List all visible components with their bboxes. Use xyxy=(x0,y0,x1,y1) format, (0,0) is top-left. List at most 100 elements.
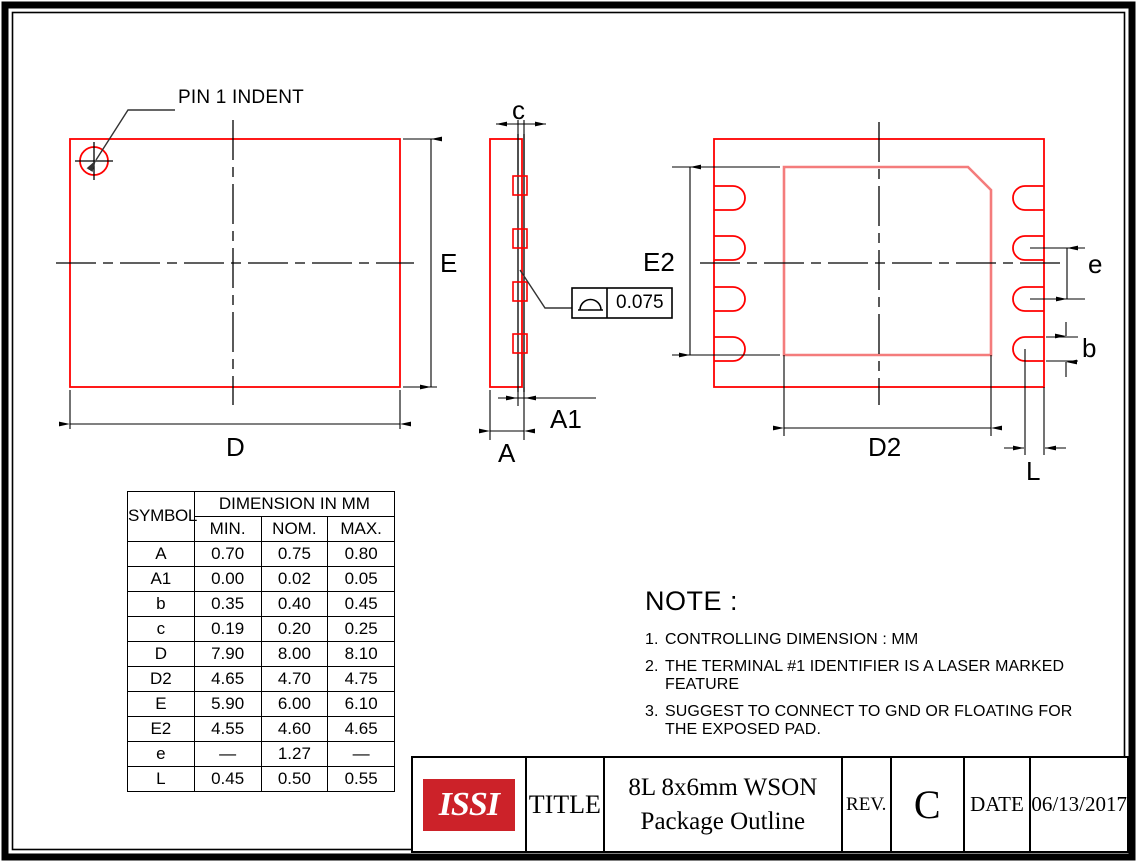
dimension-row-symbol: A1 xyxy=(127,566,195,592)
dimension-row-symbol: c xyxy=(127,616,195,642)
dimension-row-min: 0.35 xyxy=(193,591,262,617)
dimension-row-max: 0.25 xyxy=(327,616,395,642)
dimension-row-nom: 4.70 xyxy=(260,666,329,692)
dimension-row-symbol: E2 xyxy=(127,716,195,742)
title-block-rev-value: C xyxy=(892,758,965,851)
title-block-title-label: TITLE xyxy=(527,758,605,851)
dimension-e xyxy=(1030,245,1085,302)
dimension-row-max: — xyxy=(327,741,395,767)
dimension-label-D2: D2 xyxy=(868,432,902,462)
gdt-feature-control-frame xyxy=(571,287,673,319)
table-header-span: DIMENSION IN MM xyxy=(193,491,396,517)
note-item: 2. THE TERMINAL #1 IDENTIFIER IS A LASER … xyxy=(645,658,1085,694)
title-block-date-label: DATE xyxy=(965,758,1032,851)
dimension-label-A1: A1 xyxy=(550,404,582,434)
side-view-leads xyxy=(512,175,528,354)
part-name-line-2: Package Outline xyxy=(640,807,806,835)
dimension-label-c: c xyxy=(512,95,525,125)
dimension-row-max: 0.05 xyxy=(327,566,395,592)
table-header-nom: NOM. xyxy=(260,516,329,542)
title-block-rev-label: REV. xyxy=(843,758,892,851)
dimension-row-nom: 0.40 xyxy=(260,591,329,617)
title-block-part-name: 8L 8x6mm WSON Package Outline xyxy=(605,758,843,851)
issi-logo: ISSI xyxy=(422,778,515,831)
gdt-tolerance-value: 0.075 xyxy=(616,292,664,313)
dimension-label-A: A xyxy=(498,438,516,468)
title-block-logo-cell: ISSI xyxy=(413,758,527,851)
dimension-row-nom: 0.02 xyxy=(260,566,329,592)
dimension-A1 xyxy=(498,387,596,406)
dimension-row-max: 0.55 xyxy=(327,766,395,792)
bottom-view-leads-left xyxy=(714,185,746,362)
dimension-row-symbol: E xyxy=(127,691,195,717)
table-row: e—1.27— xyxy=(127,741,395,767)
dimension-row-min: 0.45 xyxy=(193,766,262,792)
dimension-c xyxy=(496,120,546,170)
note-text: THE TERMINAL #1 IDENTIFIER IS A LASER MA… xyxy=(665,658,1065,693)
title-block-date-value: 06/13/2017 xyxy=(1031,792,1127,816)
table-header-row-1: SYMBOL DIMENSION IN MM xyxy=(127,491,396,542)
table-header-symbol: SYMBOL xyxy=(127,491,197,542)
note-number: 2. xyxy=(645,658,659,675)
notes-title: NOTE : xyxy=(645,586,739,616)
dimension-E2 xyxy=(672,164,780,358)
dimension-table-head: SYMBOL DIMENSION IN MM MIN. NOM. MAX. xyxy=(127,491,396,542)
dimension-row-nom: 4.60 xyxy=(260,716,329,742)
profile-of-surface-icon xyxy=(579,298,602,311)
dimension-row-min: 0.70 xyxy=(193,541,262,567)
dimension-row-symbol: L xyxy=(127,766,195,792)
dimension-row-symbol: b xyxy=(127,591,195,617)
table-header-row-2: MIN. NOM. MAX. xyxy=(128,516,395,542)
dimension-row-symbol: D xyxy=(127,641,195,667)
note-item: 3. SUGGEST TO CONNECT TO GND OR FLOATING … xyxy=(645,703,1085,739)
dimension-row-nom: 0.50 xyxy=(260,766,329,792)
note-text: SUGGEST TO CONNECT TO GND OR FLOATING FO… xyxy=(665,703,1073,738)
dimension-label-e: e xyxy=(1088,249,1103,279)
note-number: 1. xyxy=(645,631,659,648)
dimension-D2 xyxy=(773,355,1002,436)
dimension-row-max: 0.80 xyxy=(327,541,395,567)
dimension-row-nom: 1.27 xyxy=(260,741,329,767)
dimension-label-b: b xyxy=(1082,333,1097,363)
dimension-L xyxy=(1004,349,1066,455)
bottom-view-leads-right xyxy=(1012,185,1044,362)
dimension-label-E: E xyxy=(440,248,458,278)
dimension-row-symbol: D2 xyxy=(127,666,195,692)
dimension-label-E2: E2 xyxy=(643,247,675,277)
pin1-leader-line xyxy=(86,109,175,172)
pin1-indent-label: PIN 1 INDENT xyxy=(178,87,304,108)
dimension-row-min: — xyxy=(193,741,262,767)
dimension-label-D: D xyxy=(226,432,245,462)
dimension-row-min: 0.00 xyxy=(193,566,262,592)
dimension-row-max: 8.10 xyxy=(327,641,395,667)
note-number: 3. xyxy=(645,703,659,720)
dimension-row-nom: 0.75 xyxy=(260,541,329,567)
dimension-row-symbol: e xyxy=(127,741,195,767)
dimension-b xyxy=(1046,322,1078,377)
title-block: ISSI TITLE 8L 8x6mm WSON Package Outline… xyxy=(411,756,1129,853)
bottom-view xyxy=(672,122,1085,455)
dimension-row-max: 0.45 xyxy=(327,591,395,617)
dimension-A xyxy=(479,390,535,440)
dimension-row-max: 6.10 xyxy=(327,691,395,717)
dimension-row-min: 0.19 xyxy=(193,616,262,642)
dimension-row-max: 4.75 xyxy=(327,666,395,692)
dimension-E xyxy=(403,136,442,390)
dimension-row-min: 7.90 xyxy=(193,641,262,667)
dimension-row-nom: 8.00 xyxy=(260,641,329,667)
